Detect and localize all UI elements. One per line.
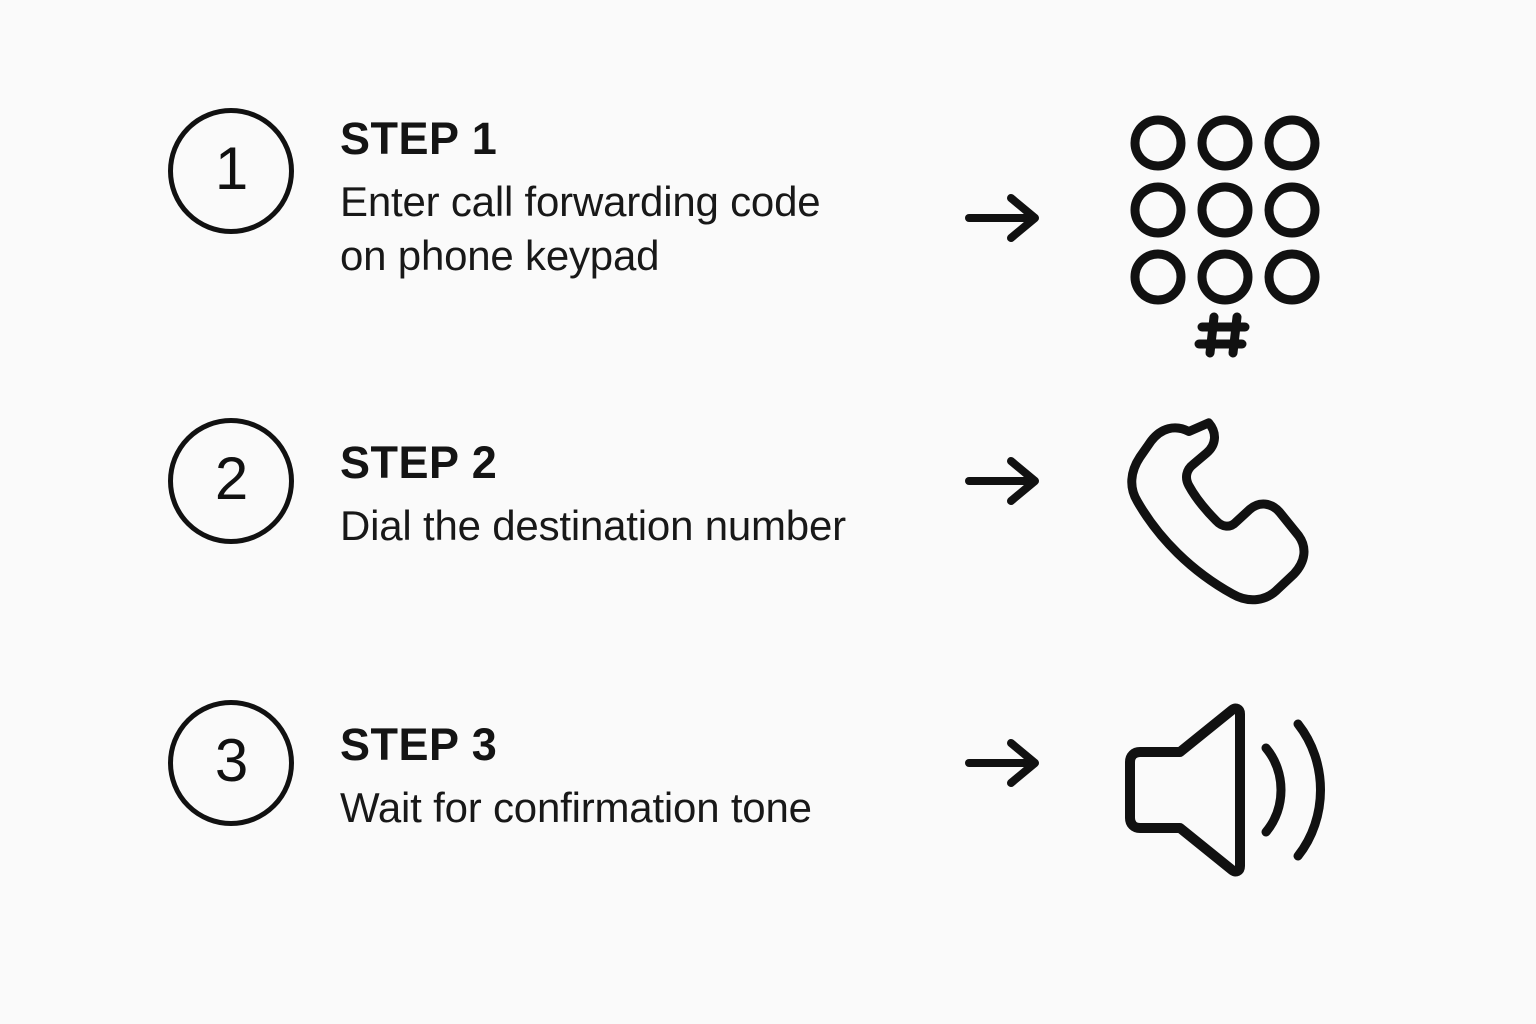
- phone-keypad-icon: [1118, 98, 1338, 368]
- step-text-block-3: STEP 3 Wait for confirmation tone: [340, 722, 940, 835]
- arrow-right-icon-2: [965, 453, 1045, 509]
- step-title-3: STEP 3: [340, 719, 498, 770]
- phone-handset-icon: [1118, 412, 1338, 622]
- step-title-2: STEP 2: [340, 437, 498, 488]
- step-row-3: 3 STEP 3 Wait for confirmation tone: [0, 700, 1536, 877]
- step-description-line-1-b: on phone keypad: [340, 231, 660, 279]
- step-number-badge-2: 2: [168, 418, 294, 544]
- step-number-badge-1: 1: [168, 108, 294, 234]
- arrow-right-icon-3: [965, 735, 1045, 791]
- step-number-badge-3: 3: [168, 700, 294, 826]
- step-row-2: 2 STEP 2 Dial the destination number: [0, 418, 1536, 605]
- step-description-line-1-a: Enter call forwarding code: [340, 178, 821, 225]
- step-text-block-2: STEP 2 Dial the destination number: [340, 440, 940, 553]
- step-description-2: Dial the destination number: [340, 502, 846, 549]
- step-description-3: Wait for confirmation tone: [340, 784, 812, 831]
- step-row-1: 1 STEP 1 Enter call forwarding code on p…: [0, 108, 1536, 358]
- step-description-1: Enter call forwarding code on phone keyp…: [340, 175, 940, 283]
- step-number-label-3: 3: [214, 727, 248, 794]
- step-title-1: STEP 1: [340, 113, 498, 164]
- speaker-sound-icon: [1118, 700, 1338, 880]
- step-number-label-2: 2: [214, 445, 248, 512]
- arrow-right-icon-1: [965, 190, 1045, 246]
- step-number-label-1: 1: [214, 135, 248, 202]
- step-text-block-1: STEP 1 Enter call forwarding code on pho…: [340, 116, 940, 283]
